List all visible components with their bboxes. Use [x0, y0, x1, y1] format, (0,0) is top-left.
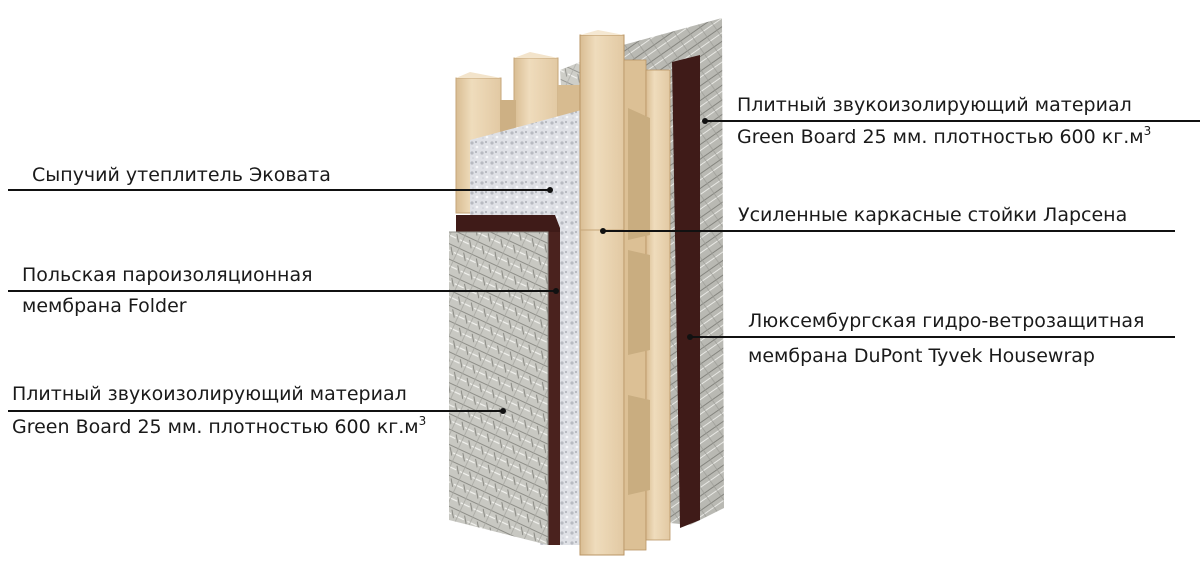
- leader-line-board-right: [705, 120, 1200, 122]
- leader-line-wind: [690, 336, 1175, 338]
- vapor-membrane: [456, 215, 560, 545]
- label-board-right-line1: Плитный звукоизолирующий материал: [737, 94, 1132, 116]
- leader-dot-vapor: [553, 288, 559, 294]
- leader-dot-wind: [687, 334, 693, 340]
- front-studs: [579, 30, 671, 556]
- label-board-right-sup: 3: [1143, 124, 1152, 138]
- label-insulation: Сыпучий утеплитель Эковата: [32, 164, 331, 186]
- label-board-left-line2: Green Board 25 мм. плотностью 600 кг.м3: [12, 414, 427, 438]
- leader-line-studs: [603, 230, 1175, 232]
- front-board: [449, 231, 549, 545]
- label-vapor-line1: Польская пароизоляционная: [22, 264, 313, 286]
- label-board-left-sup: 3: [418, 414, 427, 428]
- leader-dot-board-right: [702, 118, 708, 124]
- leader-dot-insulation: [547, 187, 553, 193]
- label-wind-line1: Люксембургская гидро-ветрозащитная: [748, 310, 1145, 332]
- label-wind-line2: мембрана DuPont Tyvek Housewrap: [748, 345, 1095, 367]
- label-vapor-line2: мембрана Folder: [22, 295, 187, 317]
- wind-membrane: [672, 55, 700, 528]
- label-board-left-line1: Плитный звукоизолирующий материал: [12, 383, 407, 405]
- leader-dot-board-left: [500, 408, 506, 414]
- leader-dot-studs: [600, 228, 606, 234]
- leader-line-board-left: [8, 410, 503, 412]
- leader-line-vapor: [8, 290, 556, 292]
- leader-line-insulation: [8, 189, 550, 191]
- label-studs: Усиленные каркасные стойки Ларсена: [738, 204, 1128, 226]
- label-board-right-line2: Green Board 25 мм. плотностью 600 кг.м3: [737, 124, 1152, 148]
